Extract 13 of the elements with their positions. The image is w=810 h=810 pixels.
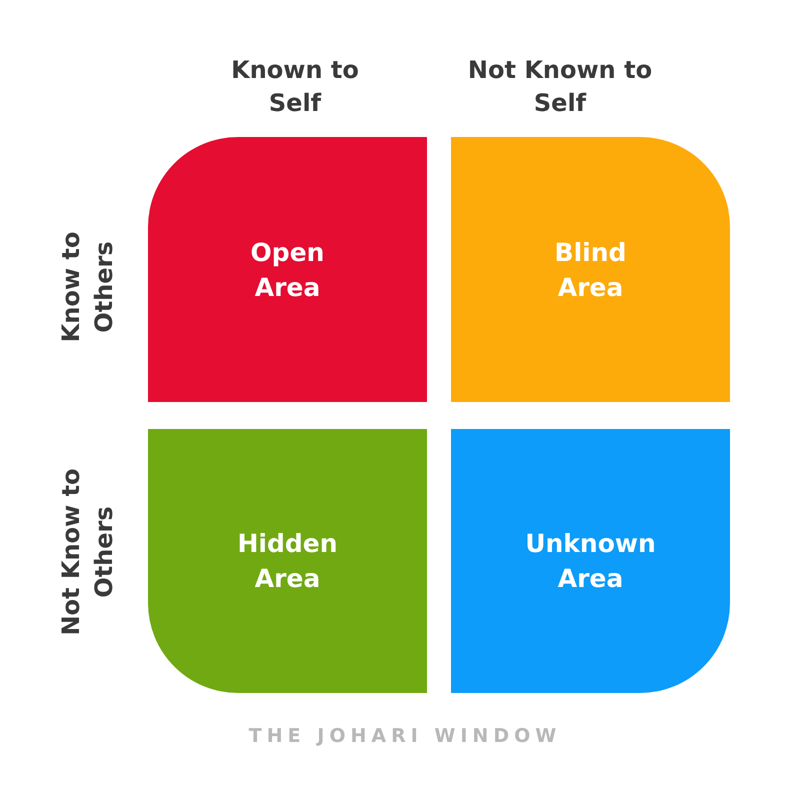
caption: THE JOHARI WINDOW	[248, 725, 562, 747]
quadrant-panel	[148, 429, 427, 693]
quadrant-panel	[451, 137, 730, 402]
area-label: Hidden Area	[236, 528, 339, 595]
quadrant-panel	[451, 429, 730, 693]
area-label: Blind Area	[554, 236, 628, 304]
column-heading: Not Known to Self	[466, 55, 654, 119]
row-heading: Know to Others	[56, 230, 119, 344]
row-heading: Not Know to Others	[56, 467, 119, 638]
area-label: Unknown Area	[524, 528, 657, 595]
quadrant-panel	[148, 137, 427, 402]
column-heading: Known to Self	[230, 55, 360, 119]
area-label: Open Area	[250, 236, 326, 304]
